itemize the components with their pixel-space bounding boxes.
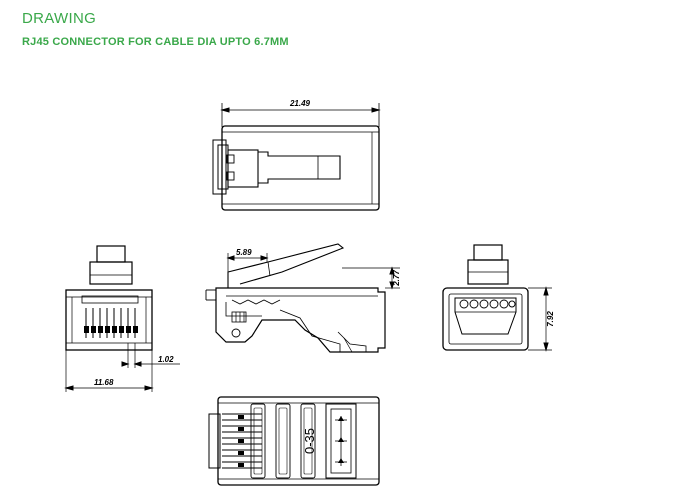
front-view: 1.02 11.68 bbox=[64, 245, 180, 392]
top-view: 21.49 bbox=[212, 99, 381, 211]
dim-front-pitch: 1.02 bbox=[158, 355, 174, 364]
page-subtitle: RJ45 CONNECTOR FOR CABLE DIA UPTO 6.7MM bbox=[22, 36, 289, 48]
dim-end-height: 7.92 bbox=[546, 311, 555, 327]
bottom-view: 0-35 bbox=[208, 396, 380, 486]
page-title: DRAWING bbox=[22, 10, 97, 27]
side-view: 5.89 2.77 bbox=[205, 243, 401, 353]
dim-top-length: 21.49 bbox=[289, 99, 311, 108]
dim-side-latch-offset: 5.89 bbox=[236, 248, 252, 257]
end-view: 7.92 bbox=[442, 244, 555, 352]
drawing-header: DRAWING RJ45 CONNECTOR FOR CABLE DIA UPT… bbox=[22, 10, 289, 48]
dim-front-width: 11.68 bbox=[94, 378, 114, 387]
dim-side-latch-height: 2.77 bbox=[392, 270, 401, 287]
part-marking: 0-35 bbox=[302, 428, 317, 454]
